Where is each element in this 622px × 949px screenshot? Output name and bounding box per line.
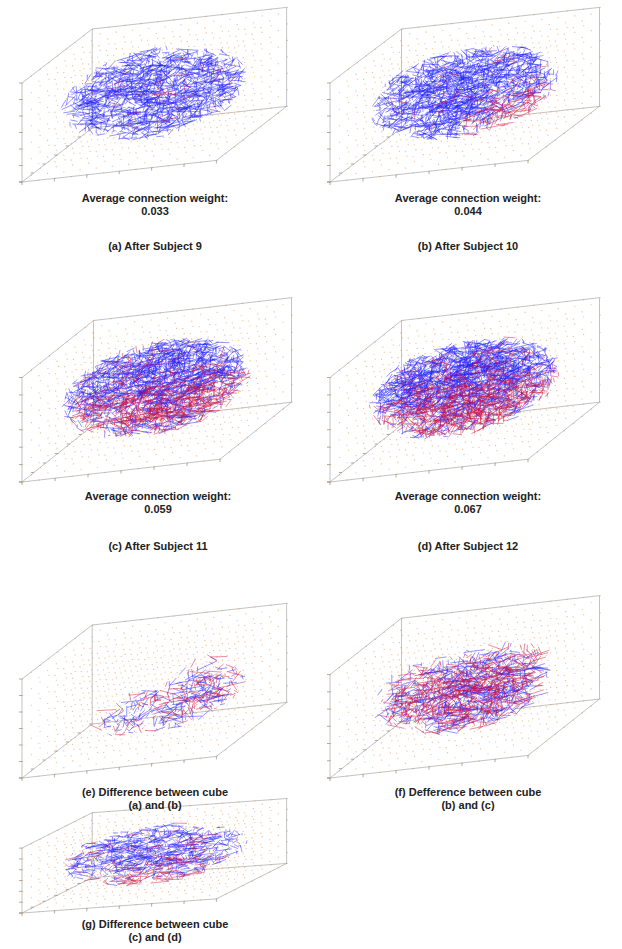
neuron-grid <box>330 596 601 778</box>
negative-connections <box>377 643 549 735</box>
neuron-grid <box>330 7 601 182</box>
positive-connections <box>102 657 245 735</box>
axes-box <box>330 29 402 83</box>
neuron-grid <box>22 7 288 182</box>
negative-connections <box>387 47 555 135</box>
neuron-grid <box>330 298 601 482</box>
cube-plot <box>327 7 601 185</box>
positive-connections <box>372 45 558 140</box>
negative-connections <box>68 338 251 437</box>
neuron-grid <box>22 603 288 778</box>
weight-label: Average connection weight: 0.033 <box>75 192 235 218</box>
neuron-grid <box>22 298 293 482</box>
panel-caption: (d) After Subject 12 <box>388 540 548 553</box>
panel-caption: (c) After Subject 11 <box>78 540 238 553</box>
cube-plot <box>19 603 288 781</box>
axes-box <box>220 402 292 459</box>
axes-box <box>330 321 402 378</box>
cube-plot <box>19 799 288 917</box>
axes-box <box>528 402 600 459</box>
cube-plot <box>19 298 293 485</box>
negative-connections <box>92 52 236 131</box>
negative-connections <box>369 337 559 438</box>
panel-caption: (e) Difference between cube (a) and (b) <box>75 786 235 812</box>
neuron-grid <box>22 799 288 914</box>
axes-box <box>330 618 402 674</box>
cube-plot <box>327 596 601 781</box>
weight-label: Average connection weight: 0.044 <box>388 192 548 218</box>
cube-plot <box>327 298 601 485</box>
negative-connections <box>65 823 240 886</box>
axes-box <box>528 699 600 755</box>
positive-connections <box>65 823 247 885</box>
positive-connections <box>375 642 550 734</box>
panel-caption: (a) After Subject 9 <box>75 240 235 253</box>
weight-label: Average connection weight: 0.067 <box>388 490 548 516</box>
panel-caption: (b) After Subject 10 <box>388 240 548 253</box>
positive-connections <box>61 46 246 140</box>
panel-caption: (f) Defference between cube (b) and (c) <box>388 786 548 812</box>
axes-box <box>22 321 94 378</box>
cube-plot <box>19 7 288 185</box>
weight-label: Average connection weight: 0.059 <box>78 490 238 516</box>
panel-caption: (g) Difference between cube (c) and (d) <box>75 918 235 944</box>
axes-box <box>528 106 600 160</box>
negative-connections <box>90 655 245 736</box>
